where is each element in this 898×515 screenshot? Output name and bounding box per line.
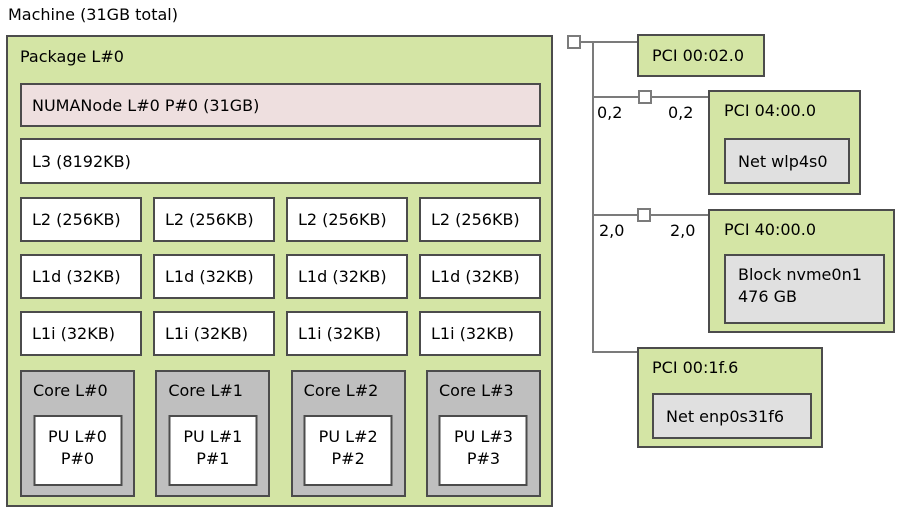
l1d-cache-box: L1d (32KB): [153, 254, 275, 299]
pci-device-label: PCI 40:00.0: [724, 220, 816, 239]
pu-label: PU L#2: [318, 427, 378, 446]
hostbridge-square: [567, 35, 581, 49]
pu-pindex-label: P#2: [331, 449, 365, 469]
net-device-label: Net wlp4s0: [738, 151, 828, 171]
l1d-cache-box: L1d (32KB): [286, 254, 408, 299]
pu-pindex-label: P#1: [196, 449, 230, 469]
pu-box: PU L#2 P#2: [303, 415, 393, 486]
pci-device-label: PCI 04:00.0: [724, 101, 816, 120]
numanode-label: NUMANode L#0 P#0 (31GB): [32, 95, 260, 115]
l1i-cache-box: L1i (32KB): [20, 311, 142, 356]
l2-cache-box: L2 (256KB): [153, 197, 275, 242]
l1d-cache-box: L1d (32KB): [419, 254, 541, 299]
core-row: Core L#0 PU L#0 P#0 Core L#1 PU L#1 P#1 …: [20, 370, 541, 497]
net-device-label: Net enp0s31f6: [666, 406, 784, 426]
l3-cache-box: L3 (8192KB): [20, 138, 541, 184]
pci-bridge-square: [638, 90, 652, 104]
pu-label: PU L#3: [454, 427, 513, 446]
l2-cache-box: L2 (256KB): [20, 197, 142, 242]
block-device-size-label: 476 GB: [738, 287, 797, 307]
pci-device-box: PCI 40:00.0 Block nvme0n1 476 GB: [708, 209, 895, 333]
link-speed-label: 0,2: [668, 103, 694, 122]
core-label: Core L#0: [33, 381, 108, 400]
core-label: Core L#3: [438, 381, 514, 400]
block-device-label: Block nvme0n1: [738, 265, 862, 284]
numanode-box: NUMANode L#0 P#0 (31GB): [20, 83, 541, 127]
pu-pindex-label: P#0: [60, 449, 95, 469]
l1i-cache-box: L1i (32KB): [286, 311, 408, 356]
core-label: Core L#2: [303, 381, 379, 400]
core-box: Core L#0 PU L#0 P#0: [20, 370, 135, 497]
pu-box: PU L#1 P#1: [168, 415, 258, 486]
l1d-cache-row: L1d (32KB) L1d (32KB) L1d (32KB) L1d (32…: [20, 254, 541, 299]
package-box: Package L#0 NUMANode L#0 P#0 (31GB) L3 (…: [6, 35, 553, 507]
link-speed-label: 2,0: [670, 221, 696, 240]
l2-cache-box: L2 (256KB): [419, 197, 541, 242]
l1i-cache-box: L1i (32KB): [419, 311, 541, 356]
tree-line-horizontal: [592, 351, 637, 353]
l1d-cache-box: L1d (32KB): [20, 254, 142, 299]
l1i-cache-box: L1i (32KB): [153, 311, 275, 356]
block-device-box: Block nvme0n1 476 GB: [724, 254, 885, 324]
net-device-box: Net enp0s31f6: [652, 393, 812, 439]
link-speed-label: 0,2: [597, 103, 623, 122]
core-box: Core L#3 PU L#3 P#3: [425, 370, 541, 497]
tree-line-horizontal: [581, 41, 637, 43]
l2-cache-box: L2 (256KB): [286, 197, 408, 242]
pu-pindex-label: P#3: [466, 449, 501, 469]
pci-device-label: PCI 00:1f.6: [652, 358, 739, 377]
machine-title: Machine (31GB total): [8, 5, 178, 24]
l1i-cache-row: L1i (32KB) L1i (32KB) L1i (32KB) L1i (32…: [20, 311, 541, 356]
pci-device-box: PCI 00:1f.6 Net enp0s31f6: [637, 347, 823, 448]
core-box: Core L#2 PU L#2 P#2: [290, 370, 406, 497]
core-label: Core L#1: [168, 381, 243, 400]
tree-line-vertical: [592, 41, 594, 353]
net-device-box: Net wlp4s0: [724, 138, 850, 184]
pci-device-box: PCI 04:00.0 Net wlp4s0: [708, 90, 861, 195]
pu-label: PU L#0: [48, 427, 107, 446]
pu-box: PU L#3 P#3: [438, 415, 528, 486]
pu-box: PU L#0 P#0: [33, 415, 122, 486]
pu-label: PU L#1: [183, 427, 243, 446]
pci-device-box: PCI 00:02.0: [637, 34, 765, 77]
pci-device-label: PCI 00:02.0: [652, 46, 744, 65]
l2-cache-row: L2 (256KB) L2 (256KB) L2 (256KB) L2 (256…: [20, 197, 541, 242]
link-speed-label: 2,0: [599, 221, 625, 240]
pci-bridge-square: [637, 208, 651, 222]
core-box: Core L#1 PU L#1 P#1: [155, 370, 271, 497]
package-label: Package L#0: [20, 47, 124, 66]
l3-cache-label: L3 (8192KB): [32, 151, 131, 171]
